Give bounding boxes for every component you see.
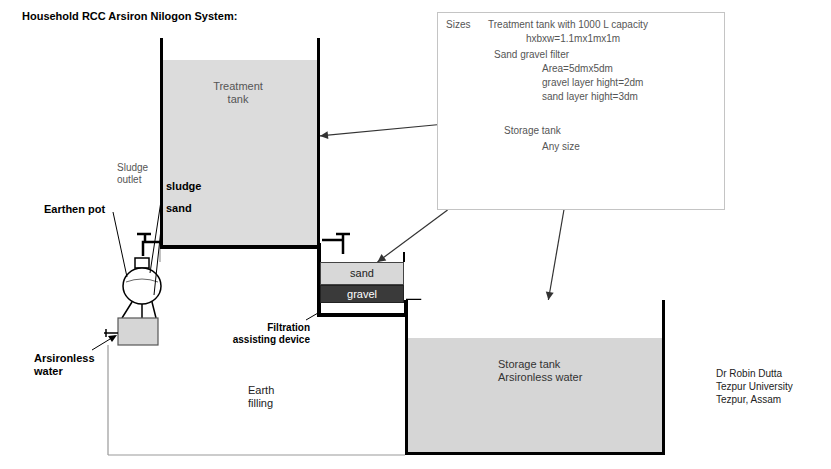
node-text: hxbxw=1.1mx1mx1m	[526, 33, 620, 45]
pointer-arrow	[377, 210, 447, 262]
region-label: Earth filling	[248, 384, 300, 409]
node-text: Storage tank	[504, 125, 561, 137]
node-text: Any size	[542, 141, 580, 153]
node-text: sand layer hight=3dm	[542, 91, 638, 103]
part-label: Filtration assisting device	[226, 322, 310, 345]
pot-sludge-layer	[126, 279, 158, 282]
part-label: Arsironless water	[34, 352, 96, 377]
node-text: Storage tank	[498, 358, 560, 371]
part-label: sludge	[166, 180, 201, 193]
earth-outline	[108, 245, 405, 455]
arrowhead	[320, 131, 328, 139]
gravel-layer: gravel	[320, 285, 404, 303]
storage-tank: Storage tankArsironless water	[405, 300, 665, 455]
node-text: Area=5dmx5dm	[542, 63, 613, 75]
pot-drip	[122, 302, 156, 318]
arrow-line	[377, 210, 447, 262]
pot-neck	[135, 258, 149, 268]
node-text: Treatment tank with 1000 L capacity	[488, 19, 648, 31]
arrowhead	[546, 291, 554, 300]
node-text: gravel layer hight=2dm	[542, 77, 643, 89]
credit-text: Tezpur, Assam	[716, 394, 781, 406]
node-text: Treatment tank	[209, 80, 267, 105]
arrowhead	[377, 254, 386, 262]
filter-wall	[319, 243, 406, 315]
node-text: Arsironless water	[498, 371, 582, 384]
credit-text: Dr Robin Dutta	[716, 368, 782, 380]
sizes-box: Sizes Treatment tank with 1000 L capacity…	[437, 12, 725, 210]
node-text: sand	[350, 267, 374, 280]
part-label: Earthen pot	[44, 203, 105, 216]
arrow-line	[548, 210, 564, 300]
credit-text: Tezpur University	[716, 381, 793, 393]
water-container	[118, 318, 158, 345]
sand-layer: sand	[320, 262, 404, 285]
leader-line	[113, 212, 127, 277]
part-label: sand	[166, 202, 192, 215]
arrow-line	[320, 125, 437, 136]
node-text: gravel	[347, 288, 377, 301]
leader-arrowhead	[108, 335, 117, 342]
pointer-arrow	[546, 210, 564, 300]
sludge-pipe	[137, 234, 160, 256]
node-text: Sizes	[446, 19, 470, 31]
filter-wall	[403, 252, 405, 262]
leader-line	[306, 313, 318, 320]
tank-tap	[322, 234, 350, 254]
diagram-title: Household RCC Arsiron Nilogon System:	[22, 10, 237, 23]
node-text: Sand gravel filter	[494, 49, 569, 61]
pointer-arrow	[320, 125, 437, 139]
treatment-tank: Treatment tank	[160, 38, 320, 249]
part-label: Sludge outlet	[117, 162, 161, 185]
